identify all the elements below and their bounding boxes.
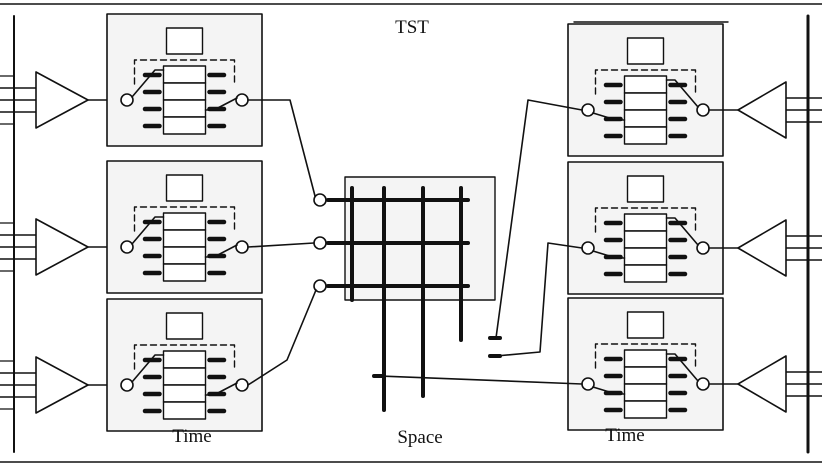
switch-contact-in (581, 377, 595, 391)
link-left-1-to-space (247, 99, 316, 197)
switch-contact-out (235, 93, 249, 107)
tsi-module-left-1 (106, 160, 263, 294)
memory-slot (623, 366, 668, 385)
control-store-box (165, 312, 204, 340)
switch-contact-out (696, 241, 710, 255)
space-switch-matrix (313, 176, 502, 412)
memory-slot (623, 349, 668, 368)
control-store-box (626, 175, 665, 203)
memory-slot (162, 350, 207, 369)
switch-contact-in (581, 103, 595, 117)
tsi-module-right-1 (567, 161, 724, 295)
switch-contact-in (120, 378, 134, 392)
memory-slot (623, 126, 668, 145)
space-matrix-frame (344, 176, 496, 301)
input-amplifier-0 (0, 71, 89, 129)
diagram-title: TST (395, 17, 429, 38)
tsi-module-left-0 (106, 13, 263, 147)
control-dashed-path (133, 344, 236, 370)
memory-slot (623, 247, 668, 266)
amplifier-triangle (737, 355, 787, 413)
matrix-input-contact (313, 193, 327, 207)
switch-contact-out (696, 103, 710, 117)
amplifier-triangle (737, 81, 787, 139)
memory-slot (162, 116, 207, 135)
switch-contact-out (235, 378, 249, 392)
switch-arm-in (131, 354, 165, 383)
memory-slot (162, 212, 207, 231)
time-stage-label-right: Time (605, 425, 645, 446)
control-store-box (626, 37, 665, 65)
link-left-3-to-space (247, 289, 317, 386)
tsi-module-right-0 (567, 23, 724, 157)
amplifier-triangle (35, 218, 89, 276)
memory-slot (162, 263, 207, 282)
memory-slot (162, 99, 207, 118)
memory-slot (623, 383, 668, 402)
switch-contact-in (120, 93, 134, 107)
switch-arm-out (665, 217, 699, 246)
input-amplifier-1 (0, 218, 89, 276)
switch-arm-in (592, 112, 626, 121)
switch-contact-out (235, 240, 249, 254)
memory-slot (623, 75, 668, 94)
matrix-input-contact (313, 279, 327, 293)
switch-contact-in (120, 240, 134, 254)
memory-slot (623, 109, 668, 128)
memory-slot (162, 82, 207, 101)
switch-contact-in (581, 241, 595, 255)
switch-arm-out (665, 353, 699, 382)
switch-arm-in (592, 250, 626, 259)
switch-arm-in (592, 386, 626, 395)
memory-slot (623, 230, 668, 249)
memory-slot (623, 92, 668, 111)
time-stage-label-left: Time (172, 426, 212, 447)
switch-arm-out (204, 97, 238, 111)
space-stage-label: Space (397, 427, 443, 448)
memory-slot (162, 401, 207, 420)
memory-slot (623, 213, 668, 232)
link-left-2-to-space (247, 242, 315, 248)
amplifier-triangle (737, 219, 787, 277)
control-dashed-path (594, 343, 697, 369)
memory-slot (162, 384, 207, 403)
tsi-module-right-2 (567, 297, 724, 431)
control-dashed-path (133, 206, 236, 232)
memory-slot (162, 65, 207, 84)
control-store-box (165, 174, 204, 202)
control-store-box (626, 311, 665, 339)
memory-slot (162, 367, 207, 386)
matrix-input-contact (313, 236, 327, 250)
switch-arm-in (131, 216, 165, 245)
link-space-to-right-2 (495, 242, 583, 357)
switch-arm-out (665, 79, 699, 108)
control-dashed-path (594, 69, 697, 95)
memory-slot (162, 229, 207, 248)
memory-slot (623, 400, 668, 419)
link-space-to-right-3 (379, 375, 583, 385)
output-amplifier-2 (737, 355, 822, 413)
control-dashed-path (133, 59, 236, 85)
memory-slot (623, 264, 668, 283)
output-amplifier-1 (737, 219, 822, 277)
output-amplifier-0 (737, 81, 822, 139)
switch-arm-out (204, 382, 238, 396)
control-dashed-path (594, 207, 697, 233)
tsi-module-left-2 (106, 298, 263, 432)
amplifier-triangle (35, 356, 89, 414)
switch-arm-in (131, 69, 165, 98)
memory-slot (162, 246, 207, 265)
switch-contact-out (696, 377, 710, 391)
input-amplifier-2 (0, 356, 89, 414)
link-space-to-right-1 (495, 99, 583, 339)
switch-arm-out (204, 244, 238, 258)
amplifier-triangle (35, 71, 89, 129)
control-store-box (165, 27, 204, 55)
